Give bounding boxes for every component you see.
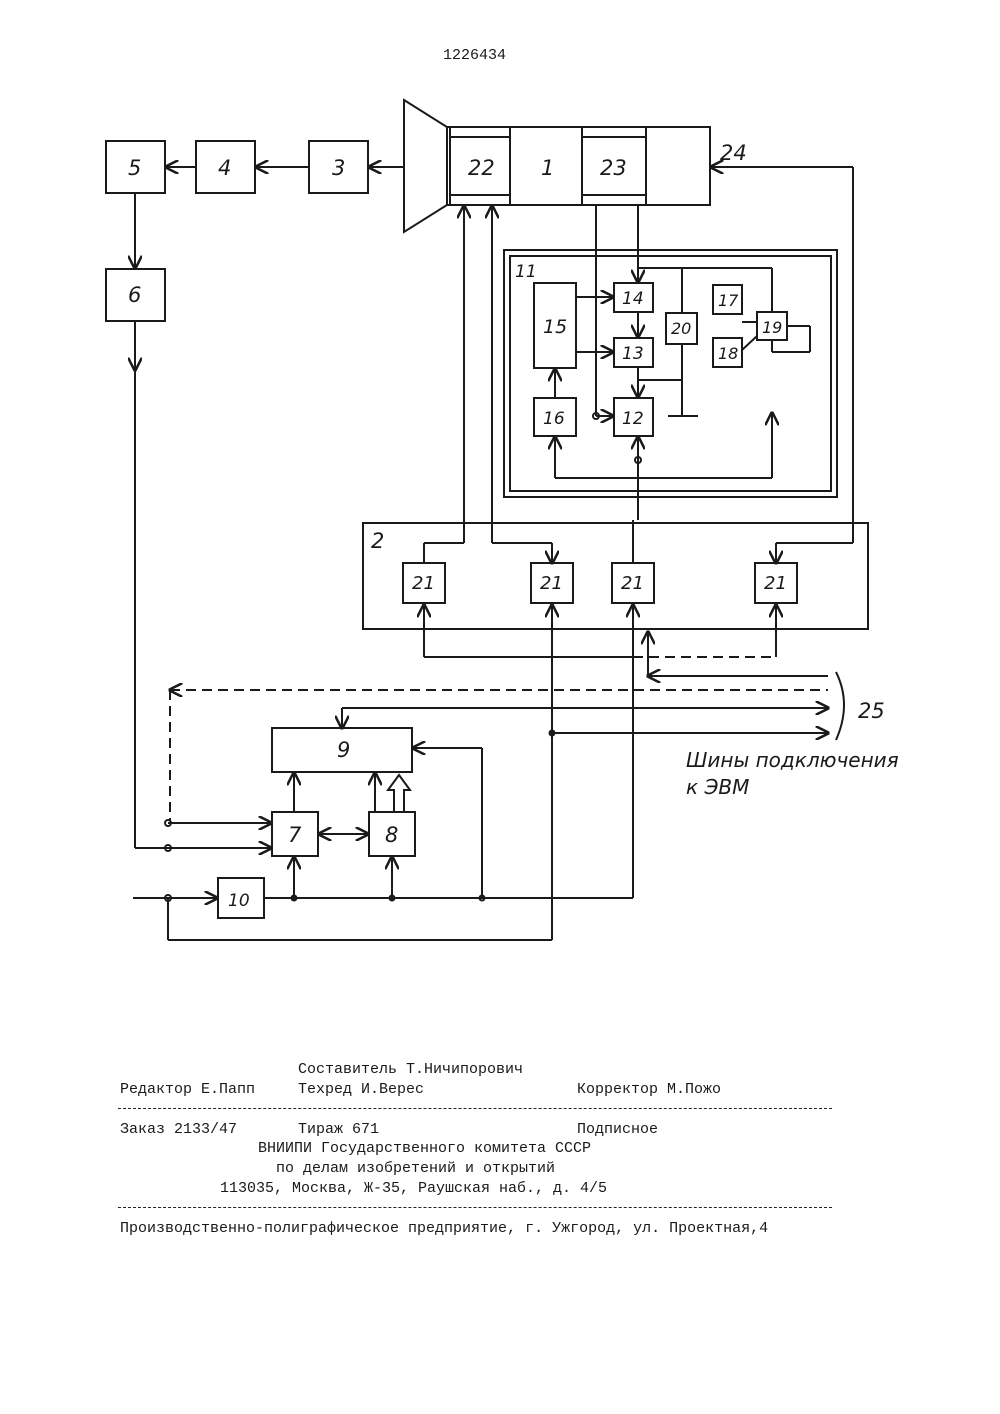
label-21-b: 21 [540,573,563,594]
label-7: 7 [288,823,302,847]
label-5: 5 [128,156,141,180]
label-21-c: 21 [621,573,644,594]
org-line2: по делам изобретений и открытий [276,1160,555,1177]
label-20: 20 [671,319,691,338]
label-25: 25 [858,699,885,723]
label-22: 22 [468,156,495,180]
circulation: Тираж 671 [298,1121,379,1138]
block-diagram: 1 2 3 4 5 6 7 8 9 10 11 12 13 14 15 16 1… [0,0,1000,1000]
editor: Редактор Е.Папп [120,1081,255,1098]
block-2 [363,523,868,629]
block-11 [504,250,837,497]
label-2: 2 [371,529,384,553]
label-14: 14 [622,289,644,309]
subscription: Подписное [577,1121,658,1138]
separator-1 [118,1108,832,1109]
label-6: 6 [128,283,141,307]
bus-label-line2: к ЭВМ [686,775,749,799]
corrector: Корректор М.Пожо [577,1081,721,1098]
label-18: 18 [718,344,738,363]
bus-label-line1: Шины подключения [686,748,899,772]
label-16: 16 [543,409,565,429]
label-4: 4 [218,156,231,180]
label-17: 17 [718,291,739,310]
label-11: 11 [515,262,537,282]
order: Заказ 2133/47 [120,1121,237,1138]
compiler: Составитель Т.Ничипорович [298,1061,523,1078]
label-1: 1 [541,156,554,180]
tube-1 [404,100,710,232]
label-12: 12 [622,409,644,429]
label-10: 10 [228,891,250,911]
printer: Производственно-полиграфическое предприя… [120,1220,768,1237]
label-9: 9 [337,738,350,762]
label-21-d: 21 [764,573,787,594]
techred: Техред И.Верес [298,1081,424,1098]
address: 113035, Москва, Ж-35, Раушская наб., д. … [220,1180,607,1197]
label-21-a: 21 [412,573,435,594]
label-19: 19 [762,318,782,337]
label-8: 8 [385,823,398,847]
label-13: 13 [622,344,644,364]
org-line1: ВНИИПИ Государственного комитета СССР [258,1140,591,1157]
label-3: 3 [332,156,345,180]
label-24: 24 [720,141,747,165]
separator-2 [118,1207,832,1208]
label-23: 23 [600,156,627,180]
label-15: 15 [543,316,567,338]
